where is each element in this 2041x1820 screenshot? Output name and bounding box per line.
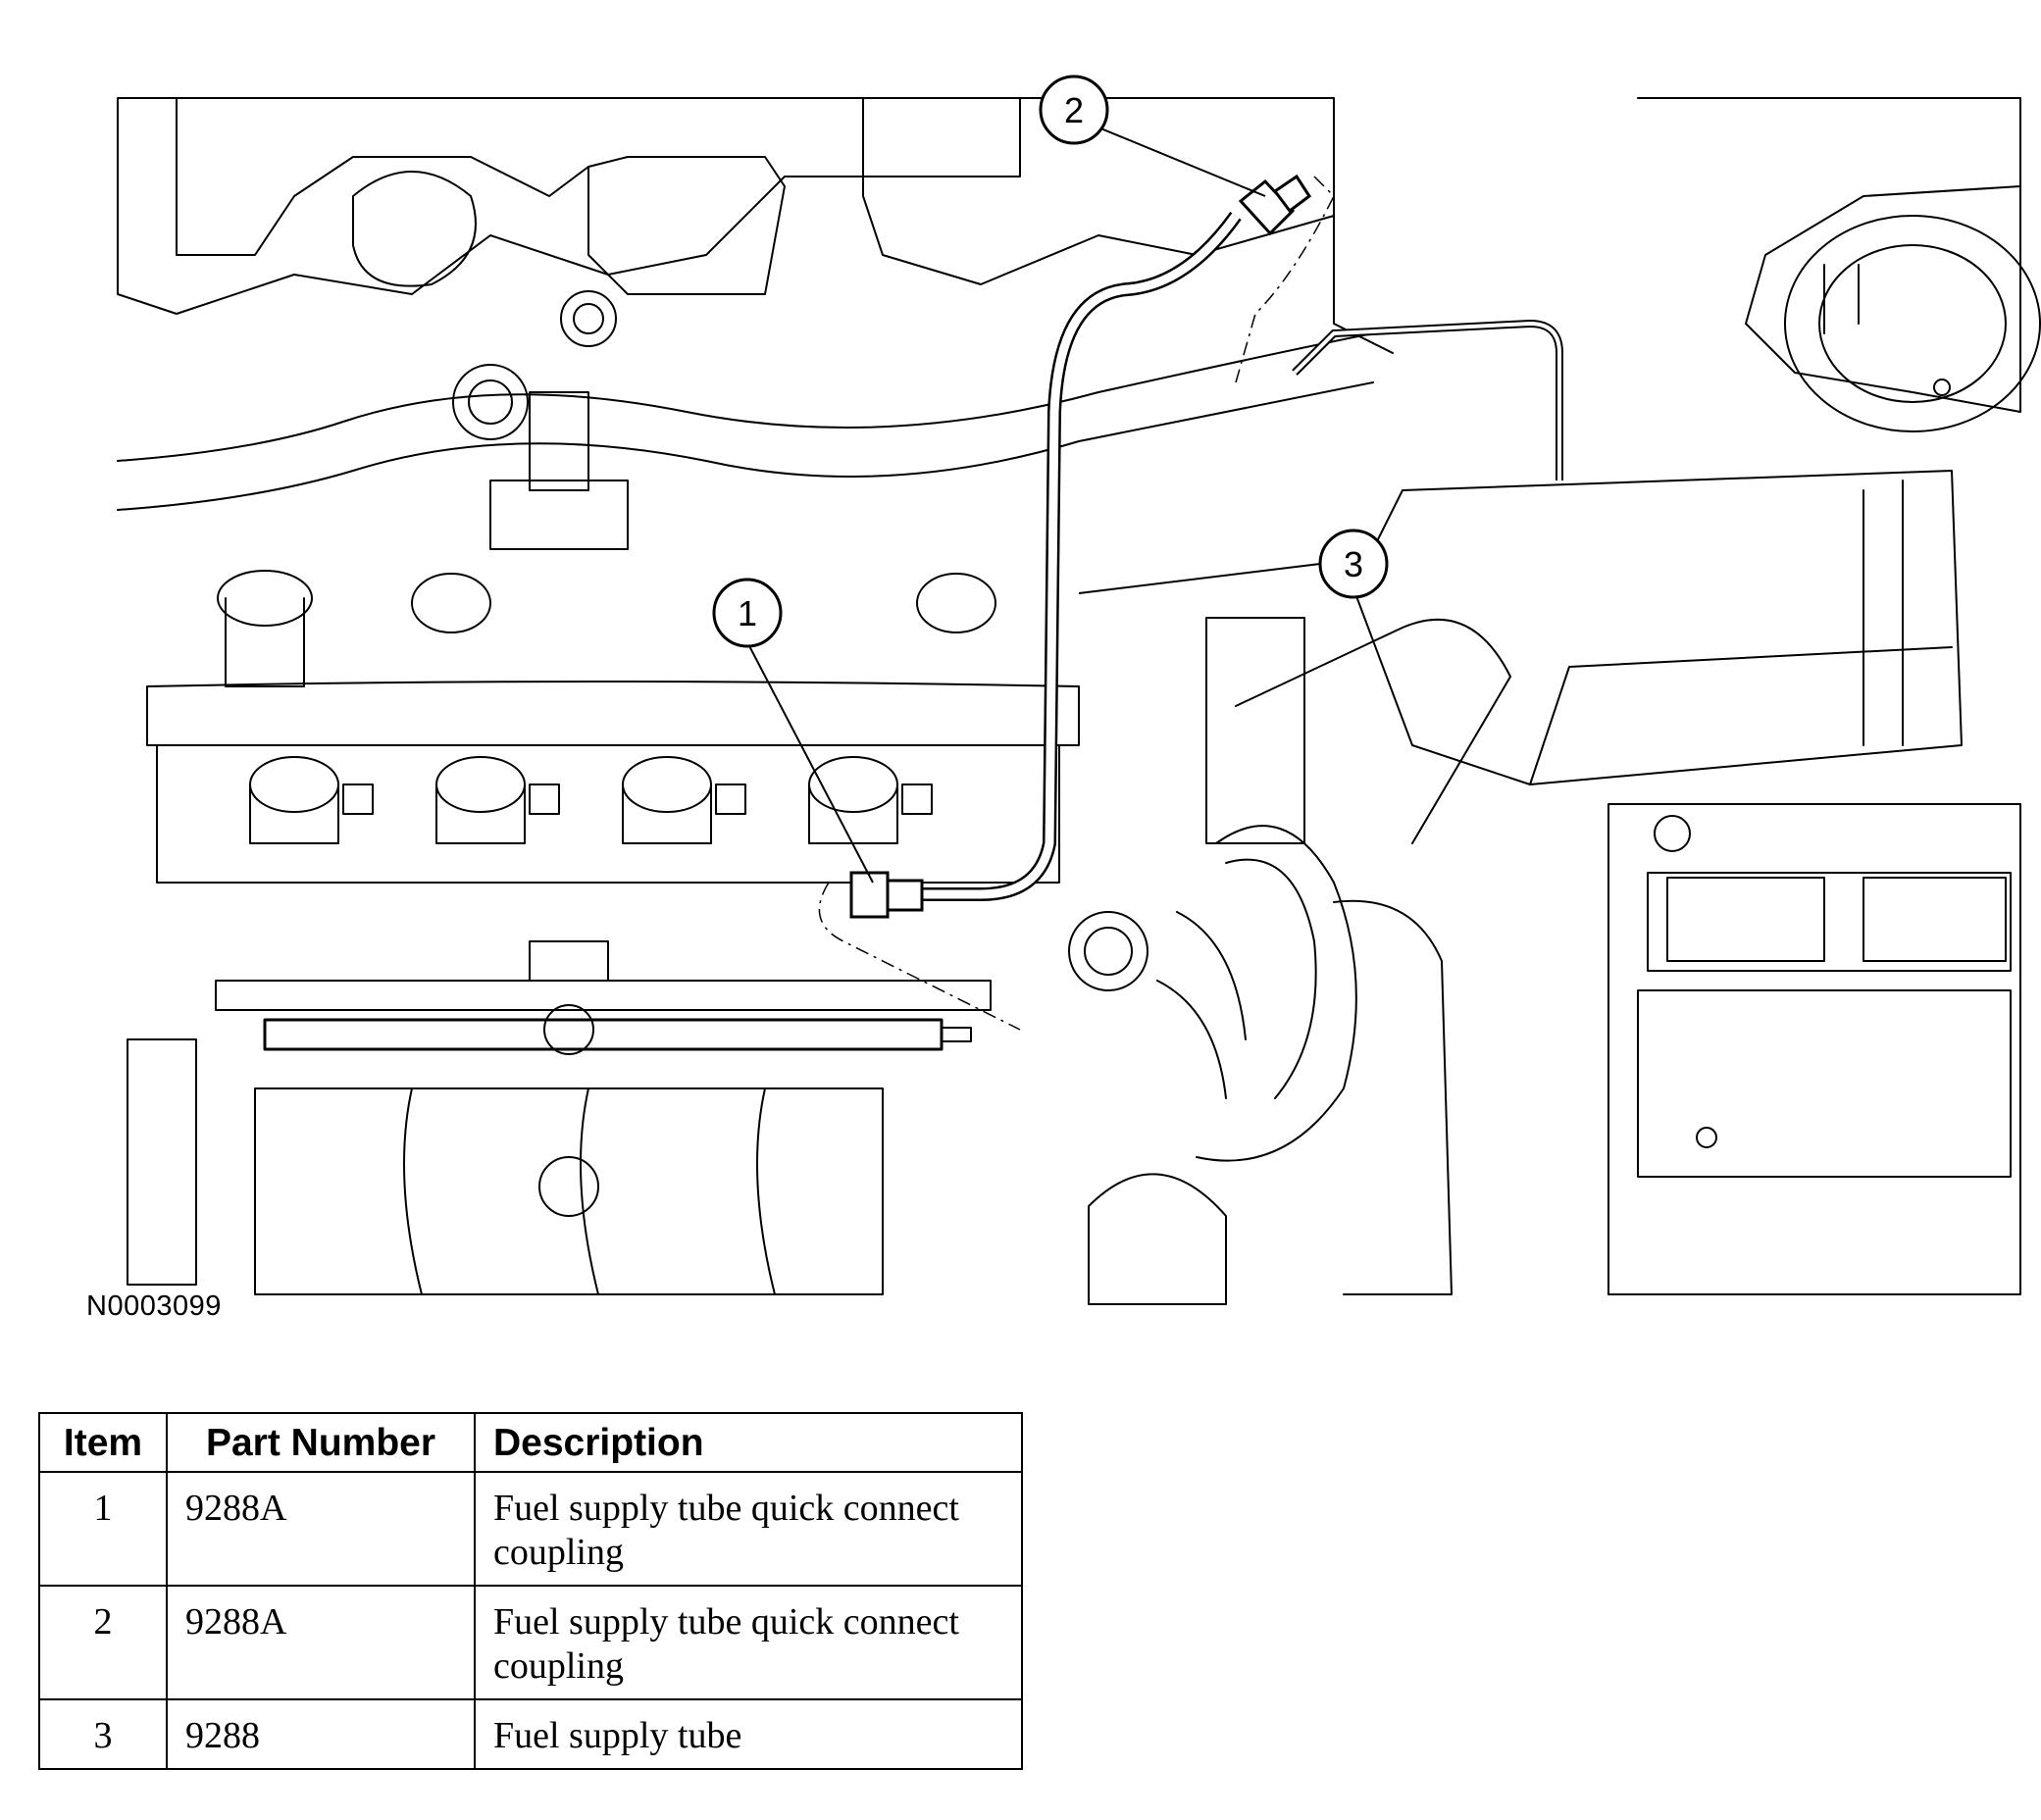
callout-1: 1: [712, 578, 874, 884]
upper-left-body-structure: [117, 97, 1394, 440]
callout-1-label: 1: [738, 593, 757, 633]
table-row: 2 9288A Fuel supply tube quick connect c…: [38, 1585, 1023, 1700]
intake-manifold: [127, 1038, 884, 1295]
throttle-body: [1068, 617, 1305, 1305]
cell-item: 1: [38, 1471, 168, 1587]
quick-connect-coupling-1: [849, 871, 924, 919]
wiring-harness: [117, 332, 1374, 550]
cell-item: 2: [38, 1585, 168, 1700]
table-row: 1 9288A Fuel supply tube quick connect c…: [38, 1471, 1023, 1587]
fuel-rail: [215, 940, 992, 1055]
table-header-row: Item Part Number Description: [38, 1412, 1023, 1473]
engine-bay-illustration: 1 2 3: [117, 75, 2041, 1305]
table-row: 3 9288 Fuel supply tube: [38, 1698, 1023, 1770]
air-intake-duct: [1156, 618, 1511, 1295]
cell-part-number: 9288A: [166, 1585, 476, 1700]
cell-description: Fuel supply tube: [474, 1698, 1023, 1770]
header-part-number: Part Number: [166, 1412, 476, 1473]
cell-item: 3: [38, 1698, 168, 1770]
header-item: Item: [38, 1412, 168, 1473]
figure-id-label: N0003099: [86, 1290, 222, 1322]
cell-part-number: 9288: [166, 1698, 476, 1770]
cell-description: Fuel supply tube quick connect coupling: [474, 1471, 1023, 1587]
fuel-supply-tube: [853, 211, 1563, 901]
parts-table: Item Part Number Description 1 9288A Fue…: [38, 1412, 1023, 1770]
valve-cover: [146, 570, 1080, 884]
callout-2-label: 2: [1064, 90, 1084, 130]
callout-2: 2: [1039, 75, 1266, 197]
quick-connect-coupling-2: [1238, 174, 1312, 236]
callout-3-label: 3: [1344, 544, 1363, 584]
callout-3: 3: [1078, 529, 1389, 599]
air-cleaner-box: [1352, 470, 1963, 785]
battery: [1607, 803, 2021, 1295]
cell-part-number: 9288A: [166, 1471, 476, 1587]
cell-description: Fuel supply tube quick connect coupling: [474, 1585, 1023, 1700]
strut-tower: [1637, 97, 2041, 432]
header-description: Description: [474, 1412, 1023, 1473]
